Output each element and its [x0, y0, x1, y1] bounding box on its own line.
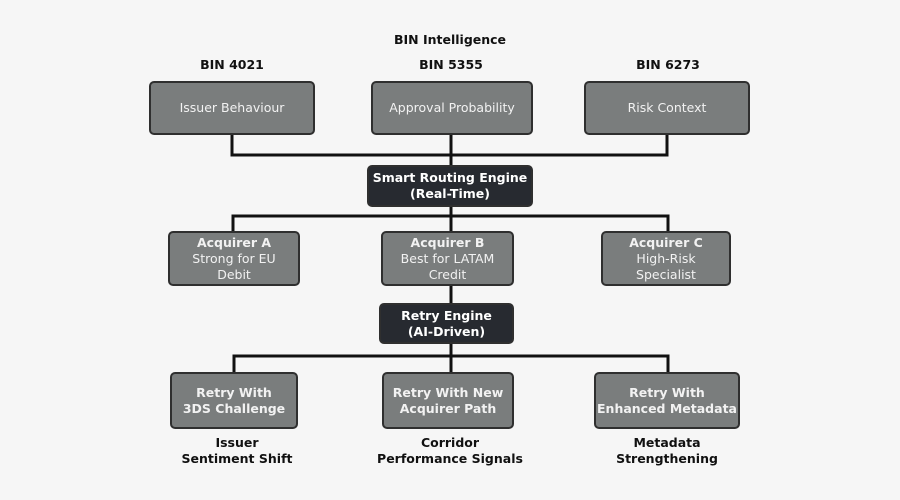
- box-line-1: Retry With: [196, 384, 272, 400]
- acquirer-b-box: Acquirer B Best for LATAM Credit: [381, 231, 514, 286]
- connector-top: [230, 135, 669, 165]
- issuer-behaviour-box: Issuer Behaviour: [149, 81, 315, 135]
- acquirer-c-box: Acquirer C High-Risk Specialist: [601, 231, 731, 286]
- box-line-1: Retry With: [629, 384, 705, 400]
- signal-label-2: Corridor Performance Signals: [359, 435, 541, 467]
- connector-router-acquirers: [231, 206, 670, 231]
- acquirer-a-box: Acquirer A Strong for EU Debit: [168, 231, 300, 286]
- acquirer-desc-1: Best for LATAM: [400, 250, 495, 266]
- box-line-1: Retry With New: [392, 384, 504, 400]
- box-label: Risk Context: [627, 100, 707, 115]
- connector-retry-branches: [232, 344, 670, 372]
- bin-label-1: BIN 4021: [200, 57, 264, 72]
- bin-label-3: BIN 6273: [636, 57, 700, 72]
- signal-label-1: Issuer Sentiment Shift: [157, 435, 317, 467]
- risk-context-box: Risk Context: [584, 81, 750, 135]
- retry-new-acquirer-box: Retry With New Acquirer Path: [382, 372, 514, 429]
- retry-engine-box: Retry Engine (AI-Driven): [379, 303, 514, 344]
- signal-line-2: Performance Signals: [377, 451, 523, 466]
- box-line-1: Retry Engine: [401, 307, 492, 323]
- acquirer-name: Acquirer C: [629, 234, 703, 250]
- diagram-title: BIN Intelligence: [393, 32, 507, 47]
- approval-probability-box: Approval Probability: [371, 81, 533, 135]
- retry-enhanced-metadata-box: Retry With Enhanced Metadata: [594, 372, 740, 429]
- retry-3ds-box: Retry With 3DS Challenge: [170, 372, 298, 429]
- acquirer-desc-1: High-Risk: [636, 250, 696, 266]
- signal-line-2: Sentiment Shift: [181, 451, 293, 466]
- box-line-2: Enhanced Metadata: [597, 400, 737, 416]
- signal-line-1: Metadata: [633, 435, 701, 450]
- signal-line-2: Strengthening: [616, 451, 718, 466]
- acquirer-desc-2: Credit: [428, 266, 467, 282]
- bin-label-2: BIN 5355: [419, 57, 483, 72]
- acquirer-desc-2: Specialist: [636, 266, 696, 282]
- box-line-2: 3DS Challenge: [182, 400, 286, 416]
- box-label: Approval Probability: [389, 100, 515, 115]
- acquirer-desc-1: Strong for EU: [192, 250, 276, 266]
- acquirer-name: Acquirer B: [410, 234, 485, 250]
- box-line-2: (AI-Driven): [407, 323, 486, 339]
- box-label: Issuer Behaviour: [179, 100, 285, 115]
- acquirer-name: Acquirer A: [196, 234, 272, 250]
- box-line-1: Smart Routing Engine: [372, 170, 528, 185]
- signal-line-1: Issuer: [215, 435, 259, 450]
- box-line-2: Acquirer Path: [399, 400, 497, 416]
- smart-routing-engine-box: Smart Routing Engine (Real-Time): [367, 165, 533, 207]
- box-line-2: (Real-Time): [410, 186, 490, 201]
- signal-line-1: Corridor: [420, 435, 480, 450]
- acquirer-desc-2: Debit: [217, 266, 251, 282]
- signal-label-3: Metadata Strengthening: [587, 435, 747, 467]
